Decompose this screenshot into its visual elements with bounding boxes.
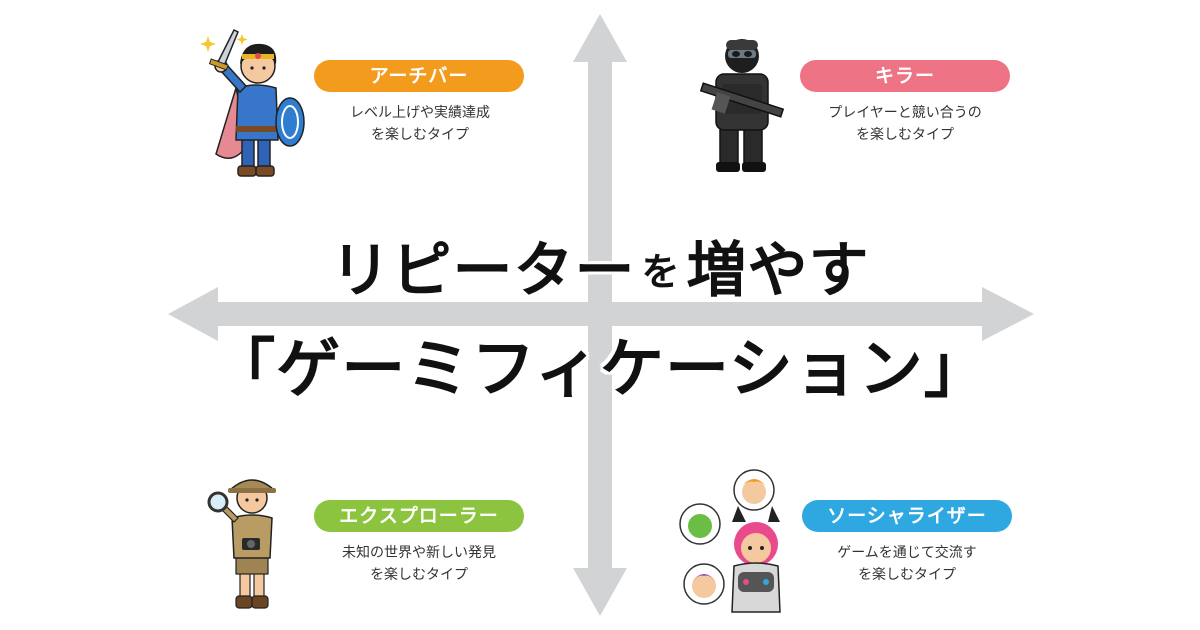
killer-desc-line1: プレイヤーと競い合うの	[828, 105, 982, 121]
killer-label-pill: キラー	[800, 60, 1010, 92]
hero-with-sword-icon	[200, 28, 305, 177]
main-title-line1: リピーターを増やす	[0, 222, 1200, 309]
explorer-desc-line1: 未知の世界や新しい発見	[342, 545, 496, 561]
socializer-label-pill: ソーシャライザー	[802, 500, 1012, 532]
explorer-description: 未知の世界や新しい発見 を楽しむタイプ	[314, 542, 524, 586]
achiever-label-pill: アーチバー	[314, 60, 524, 92]
main-title-line2: 「ゲーミフィケーション」	[211, 333, 989, 407]
explorer-desc-line2: を楽しむタイプ	[370, 567, 468, 583]
achiever-desc-line1: レベル上げや実績達成	[350, 105, 490, 121]
achiever-description: レベル上げや実績達成 を楽しむタイプ	[318, 102, 522, 146]
explorer-label-pill: エクスプローラー	[314, 500, 524, 532]
killer-desc-line2: を楽しむタイプ	[856, 127, 954, 143]
social-gamer-icon	[679, 469, 781, 613]
socializer-description: ゲームを通じて交流す を楽しむタイプ	[802, 542, 1012, 586]
title-particle: を	[641, 250, 681, 294]
killer-description: プレイヤーと競い合うの を楽しむタイプ	[800, 102, 1010, 146]
socializer-desc-line2: を楽しむタイプ	[858, 567, 956, 583]
socializer-desc-line1: ゲームを通じて交流す	[837, 545, 977, 561]
soldier-with-rifle-icon	[699, 39, 785, 172]
explorer-with-magnifier-icon	[207, 479, 276, 609]
title-increase: 増やす	[686, 236, 870, 306]
horizontal-axis-arrow	[168, 287, 1034, 341]
achiever-desc-line2: を楽しむタイプ	[371, 127, 469, 143]
title-repeater: リピーター	[330, 236, 636, 306]
